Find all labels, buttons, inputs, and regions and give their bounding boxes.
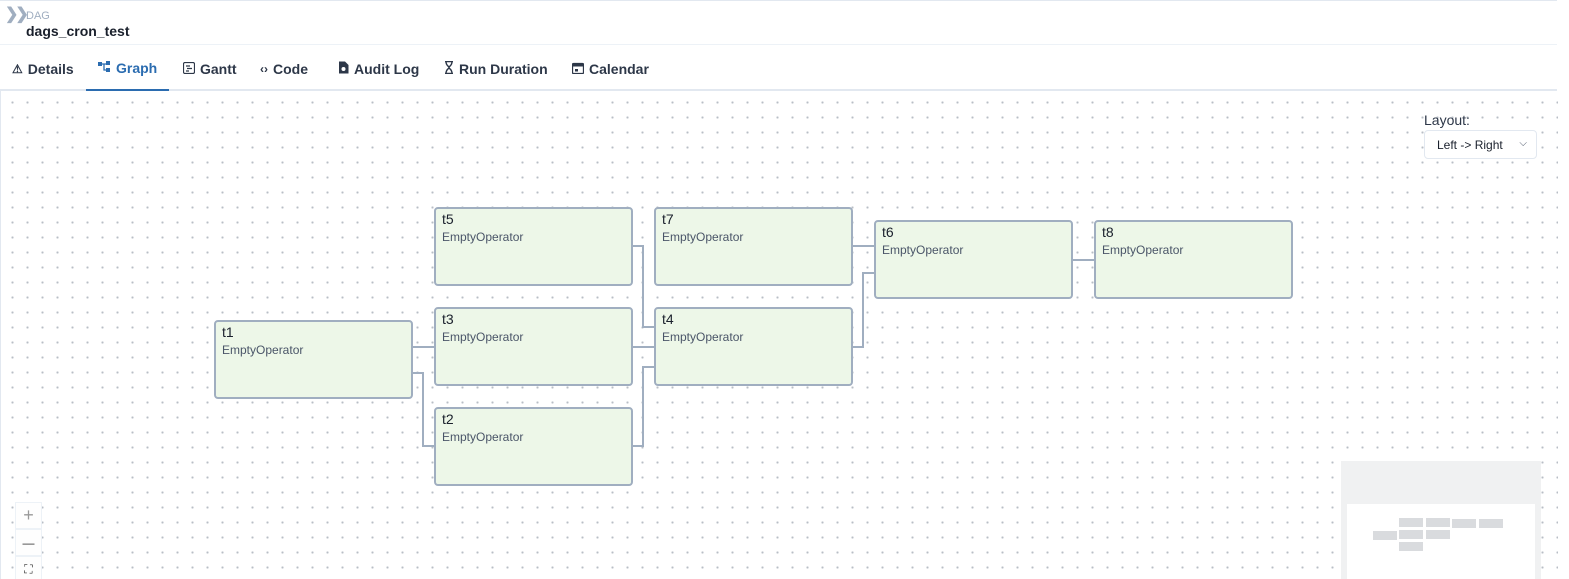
edge-t2-t4 — [633, 366, 655, 447]
edge-t4-t6 — [853, 272, 875, 348]
dag-tabs: ⚠︎ Details Graph Gantt ‹› Code Audit Log… — [0, 47, 1557, 91]
layout-select[interactable]: Left -> Right ⌵ — [1424, 130, 1537, 159]
task-operator: EmptyOperator — [222, 343, 304, 357]
minimap-node — [1426, 518, 1450, 527]
tab-label: Calendar — [589, 61, 649, 77]
task-node-t2[interactable]: t2 EmptyOperator — [434, 407, 633, 486]
task-operator: EmptyOperator — [662, 330, 744, 344]
tab-graph[interactable]: Graph — [86, 47, 170, 91]
layout-select-value: Left -> Right — [1437, 137, 1503, 152]
tab-calendar[interactable]: Calendar — [571, 47, 649, 91]
document-icon — [338, 61, 349, 77]
task-node-t8[interactable]: t8 EmptyOperator — [1094, 220, 1293, 299]
task-id: t5 — [442, 211, 454, 227]
tab-label: Code — [273, 61, 308, 77]
minimap-node — [1452, 519, 1476, 528]
tab-details[interactable]: ⚠︎ Details — [12, 47, 74, 91]
zoom-out-button[interactable]: — — [15, 529, 42, 556]
dag-header: ❯❯ DAG dags_cron_test — [0, 0, 1557, 45]
task-operator: EmptyOperator — [442, 330, 524, 344]
tab-run-duration[interactable]: Run Duration — [444, 47, 548, 91]
tab-code[interactable]: ‹› Code — [260, 47, 308, 91]
graph-canvas[interactable]: t1 EmptyOperator t5 EmptyOperator t3 Emp… — [0, 91, 1558, 579]
warning-triangle-icon: ⚠︎ — [12, 62, 23, 76]
task-node-t4[interactable]: t4 EmptyOperator — [654, 307, 853, 386]
tab-label: Graph — [116, 60, 158, 76]
task-id: t8 — [1102, 224, 1114, 240]
task-id: t4 — [662, 311, 674, 327]
fit-view-button[interactable]: ⛶ — [15, 556, 42, 579]
double-chevron-right-icon[interactable]: ❯❯ — [5, 6, 29, 23]
minimap-node — [1399, 518, 1423, 527]
layout-label: Layout: — [1424, 112, 1470, 128]
tab-label: Run Duration — [459, 61, 548, 77]
task-node-t1[interactable]: t1 EmptyOperator — [214, 320, 413, 399]
gantt-icon — [182, 61, 196, 77]
task-operator: EmptyOperator — [662, 230, 744, 244]
hourglass-icon — [444, 60, 454, 77]
plus-icon: + — [23, 505, 34, 525]
tab-label: Details — [27, 61, 74, 77]
minus-icon: — — [22, 535, 35, 550]
minimap-node — [1426, 530, 1450, 539]
task-node-t6[interactable]: t6 EmptyOperator — [874, 220, 1073, 299]
task-id: t7 — [662, 211, 674, 227]
minimap-viewport — [1347, 504, 1535, 579]
task-id: t1 — [222, 324, 234, 340]
code-brackets-icon: ‹› — [260, 62, 268, 76]
minimap-node — [1373, 531, 1397, 540]
tab-label: Gantt — [200, 61, 237, 77]
task-id: t6 — [882, 224, 894, 240]
minimap-node — [1399, 530, 1423, 539]
edge-t1-t2 — [413, 372, 435, 447]
task-operator: EmptyOperator — [442, 230, 524, 244]
task-node-t5[interactable]: t5 EmptyOperator — [434, 207, 633, 286]
task-id: t2 — [442, 411, 454, 427]
task-id: t3 — [442, 311, 454, 327]
graph-edges — [413, 245, 1095, 447]
breadcrumb-label: DAG — [26, 10, 50, 22]
tab-audit-log[interactable]: Audit Log — [338, 47, 419, 91]
zoom-in-button[interactable]: + — [15, 502, 42, 529]
minimap-node — [1399, 542, 1423, 551]
task-operator: EmptyOperator — [442, 430, 524, 444]
chevron-down-icon: ⌵ — [1519, 138, 1527, 149]
task-node-t7[interactable]: t7 EmptyOperator — [654, 207, 853, 286]
task-node-t3[interactable]: t3 EmptyOperator — [434, 307, 633, 386]
edge-t5-t4 — [633, 245, 655, 328]
tab-label: Audit Log — [354, 61, 420, 77]
task-operator: EmptyOperator — [1102, 243, 1184, 257]
graph-minimap[interactable] — [1341, 461, 1541, 579]
task-operator: EmptyOperator — [882, 243, 964, 257]
calendar-icon — [571, 62, 585, 77]
tab-gantt[interactable]: Gantt — [182, 47, 237, 91]
fit-view-icon: ⛶ — [24, 562, 33, 576]
minimap-node — [1479, 519, 1503, 528]
graph-nodes-icon — [98, 60, 111, 76]
dag-title[interactable]: dags_cron_test — [26, 23, 130, 39]
